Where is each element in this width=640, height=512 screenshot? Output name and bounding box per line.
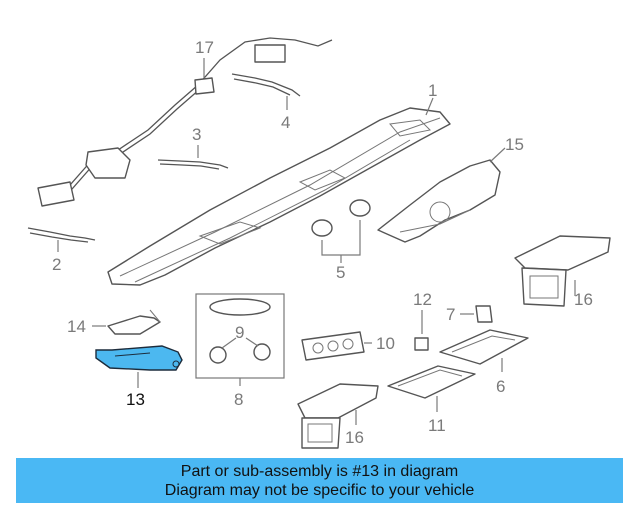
monitor-16-upper	[514, 235, 611, 307]
console-11	[387, 365, 476, 399]
info-banner: Part or sub-assembly is #13 in diagram D…	[16, 458, 623, 503]
callout-6: 6	[496, 377, 505, 396]
callout-16b: 16	[345, 428, 364, 447]
callout-2: 2	[52, 255, 61, 274]
wiring-harness-17	[37, 37, 333, 207]
console-6	[439, 329, 529, 365]
callout-16a: 16	[574, 290, 593, 309]
switch-panel-10	[301, 331, 365, 361]
rear-console-15	[377, 159, 501, 243]
callout-15: 15	[505, 135, 524, 154]
monitor-16-lower	[297, 383, 379, 449]
banner-line-2: Diagram may not be specific to your vehi…	[164, 482, 475, 499]
callout-4: 4	[281, 113, 290, 132]
harness-3	[157, 159, 229, 170]
leader-5	[321, 220, 361, 263]
harness-2	[27, 227, 96, 243]
callout-3: 3	[192, 125, 201, 144]
callout-7: 7	[446, 305, 455, 324]
banner-line-1: Part or sub-assembly is #13 in diagram	[180, 463, 459, 480]
callout-17: 17	[195, 38, 214, 57]
leader-9	[221, 337, 259, 349]
callout-1: 1	[428, 81, 437, 100]
callout-9: 9	[235, 323, 244, 342]
callout-5: 5	[336, 263, 345, 282]
overhead-console-1	[107, 107, 451, 286]
leader-1	[425, 97, 434, 116]
callout-11: 11	[428, 416, 446, 435]
cover-13-highlighted	[95, 345, 183, 371]
callout-10: 10	[376, 334, 395, 353]
callout-14: 14	[67, 317, 86, 336]
bracket-14	[107, 309, 161, 335]
callout-12: 12	[413, 290, 432, 309]
lamps-5	[311, 199, 371, 237]
callout-8: 8	[234, 390, 243, 409]
parts-diagram: 17 4 3 2 1 15 5	[27, 37, 611, 449]
callout-13: 13	[126, 390, 145, 409]
clip-7	[475, 305, 493, 323]
leader-15	[489, 147, 506, 163]
harness-4	[231, 73, 301, 97]
clip-12	[414, 337, 429, 351]
